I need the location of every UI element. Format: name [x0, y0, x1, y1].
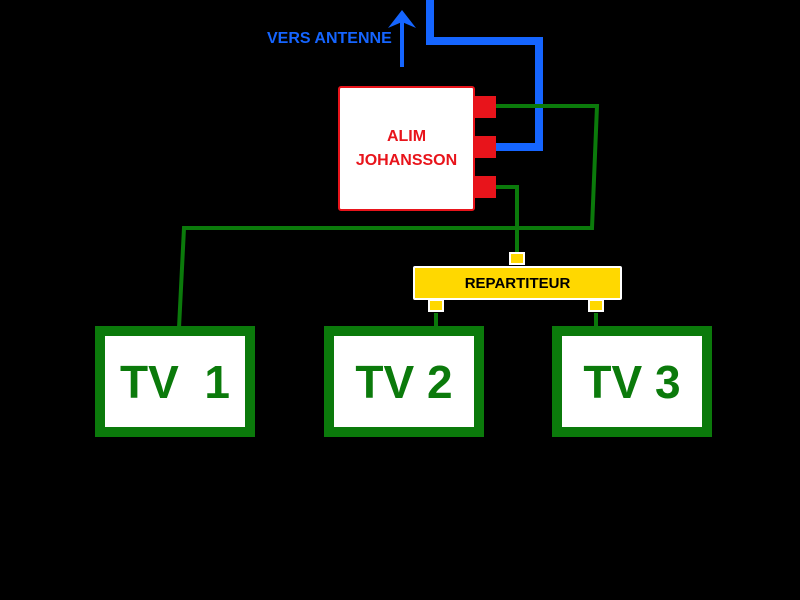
- antenna-arrow-head: [388, 10, 416, 28]
- splitter-output-port-right: [588, 299, 604, 312]
- cable-tv1: [177, 104, 600, 329]
- splitter-input-port: [509, 252, 525, 265]
- splitter-label: REPARTITEUR: [464, 274, 571, 292]
- splitter-box: REPARTITEUR: [413, 266, 622, 300]
- antenna-cable: [426, 0, 543, 151]
- tv-3-label: TV 3: [583, 355, 681, 408]
- tv-1: TV 1: [95, 326, 255, 437]
- power-supply-label-line2: JOHANSSON: [355, 151, 458, 169]
- tv-2-label: TV 2: [355, 355, 453, 408]
- cable-splitter-input: [496, 185, 519, 254]
- power-supply-box: ALIM JOHANSSON: [338, 86, 475, 211]
- power-supply-port-bottom: [474, 176, 496, 198]
- tv-2: TV 2: [324, 326, 484, 437]
- antenna-label: VERS ANTENNE: [267, 30, 392, 47]
- splitter-output-port-left: [428, 299, 444, 312]
- power-supply-label-line1: ALIM: [386, 127, 427, 145]
- tv-3: TV 3: [552, 326, 712, 437]
- power-supply-port-middle: [474, 136, 496, 158]
- power-supply-port-top: [474, 96, 496, 118]
- tv-1-label: TV 1: [120, 355, 230, 408]
